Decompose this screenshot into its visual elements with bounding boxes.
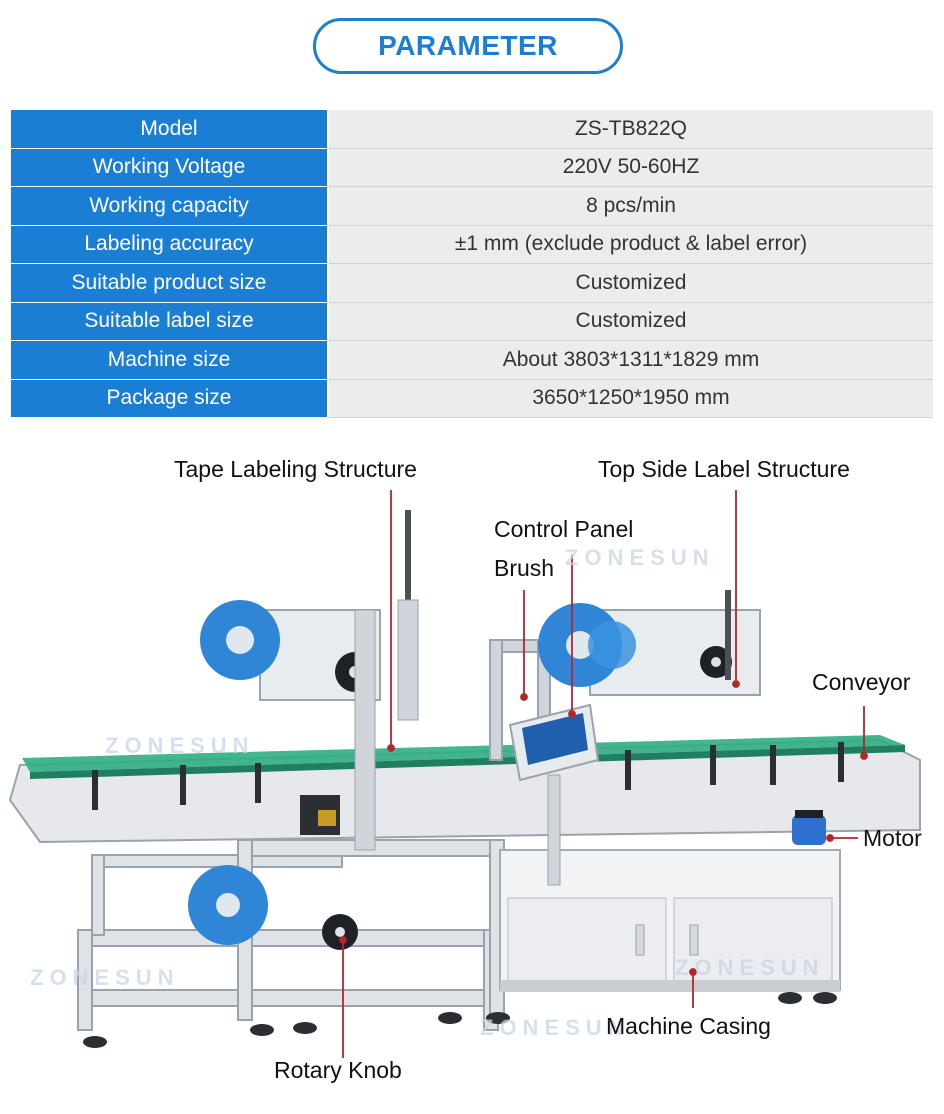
param-key: Working Voltage: [11, 148, 328, 187]
table-row: Working capacity 8 pcs/min: [11, 186, 933, 226]
param-value: ZS-TB822Q: [327, 110, 933, 149]
conveyor-body: [8, 735, 921, 844]
label-brush: Brush: [494, 555, 555, 581]
label-rotary-knob: Rotary Knob: [274, 1057, 402, 1083]
table-row: Suitable label size Customized: [11, 302, 933, 341]
label-conveyor: Conveyor: [812, 669, 911, 695]
param-key: Suitable label size: [11, 302, 328, 341]
param-value: Customized: [327, 302, 933, 341]
label-tape-labeling-structure: Tape Labeling Structure: [174, 456, 417, 482]
watermark: ZONESUN: [675, 955, 825, 980]
page-title: PARAMETER: [313, 18, 623, 74]
watermark: ZONESUN: [105, 733, 255, 758]
watermark: ZONESUN: [30, 965, 180, 990]
table-row: Suitable product size Customized: [11, 263, 933, 303]
control-panel: [508, 703, 600, 886]
table-row: Machine size About 3803*1311*1829 mm: [11, 340, 933, 380]
machine-frame: [77, 839, 505, 1031]
param-value: About 3803*1311*1829 mm: [327, 340, 933, 380]
param-key: Model: [11, 110, 328, 149]
label-motor: Motor: [863, 825, 922, 851]
param-key: Package size: [11, 379, 328, 418]
table-row: Labeling accuracy ±1 mm (exclude product…: [11, 225, 933, 264]
parameter-table: Model ZS-TB822Q Working Voltage 220V 50-…: [11, 110, 933, 418]
label-control-panel: Control Panel: [494, 516, 634, 542]
param-key: Machine size: [11, 340, 328, 380]
param-key: Suitable product size: [11, 263, 328, 303]
table-row: Package size 3650*1250*1950 mm: [11, 379, 933, 418]
watermark: ZONESUN: [480, 1015, 630, 1040]
param-value: 220V 50-60HZ: [327, 148, 933, 187]
leader-lines: [339, 490, 868, 1058]
param-key: Working capacity: [11, 186, 328, 226]
param-key: Labeling accuracy: [11, 225, 328, 264]
machine-illustration: [8, 490, 921, 1058]
watermark: ZONESUN: [565, 545, 715, 570]
page-title-text: PARAMETER: [378, 30, 558, 61]
guide-posts: [92, 742, 844, 810]
top-side-label-structure: [538, 590, 761, 696]
label-top-side-label-structure: Top Side Label Structure: [598, 456, 850, 482]
param-value: Customized: [327, 263, 933, 303]
machine-figure: ZONESUN ZONESUN ZONESUN ZONESUN ZONESUN …: [0, 440, 944, 1114]
machine-feet: [83, 992, 837, 1048]
conveyor-motor: [792, 810, 826, 845]
lower-label-roll: [188, 865, 358, 950]
label-machine-casing: Machine Casing: [606, 1013, 771, 1039]
drive-motor: [300, 795, 340, 835]
param-value: 3650*1250*1950 mm: [327, 379, 933, 418]
param-value: 8 pcs/min: [327, 186, 933, 226]
param-value: ±1 mm (exclude product & label error): [327, 225, 933, 264]
tape-labeling-structure: [200, 510, 419, 851]
table-row: Working Voltage 220V 50-60HZ: [11, 148, 933, 187]
table-row: Model ZS-TB822Q: [11, 110, 933, 149]
